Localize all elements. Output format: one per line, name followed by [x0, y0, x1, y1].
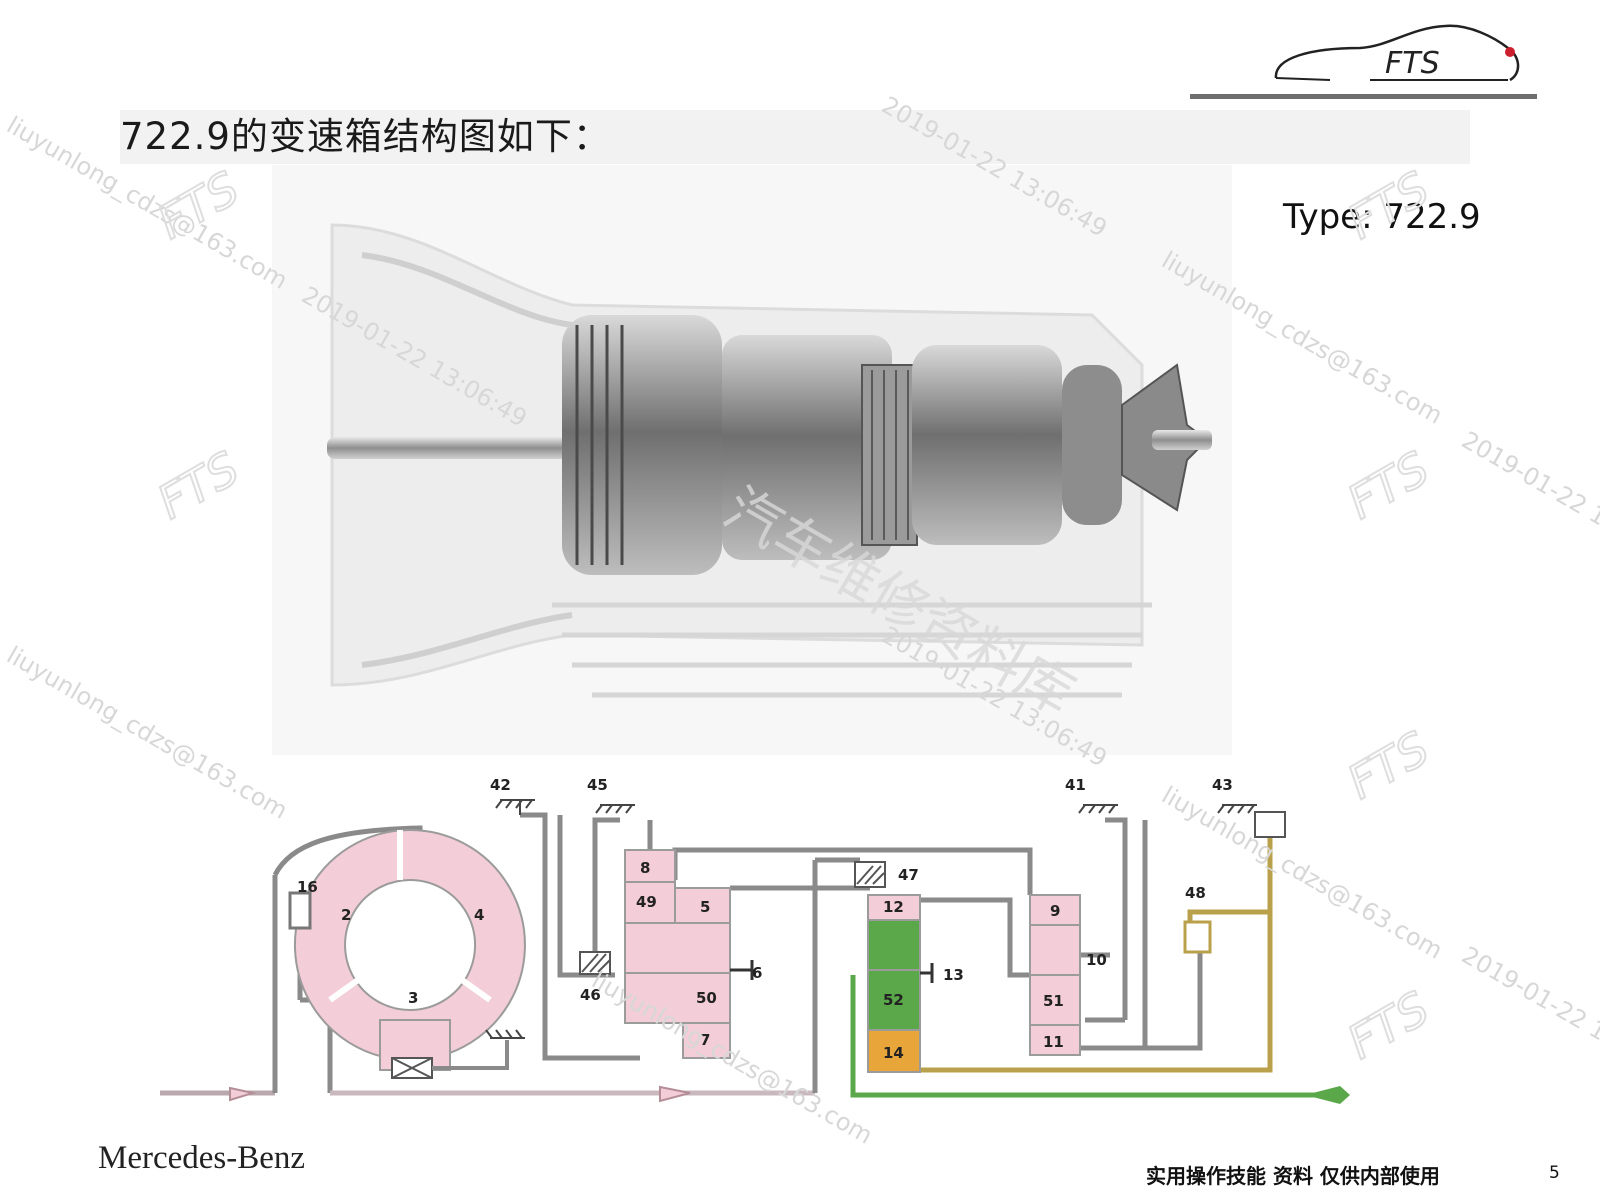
page-title: 722.9的变速箱结构图如下：	[120, 115, 611, 158]
label-16: 16	[297, 878, 318, 896]
label-45: 45	[587, 776, 608, 794]
label-43: 43	[1212, 776, 1233, 794]
label-47: 47	[898, 866, 919, 884]
title-band	[120, 110, 1470, 164]
type-label: Type: 722.9	[1283, 197, 1481, 237]
label-50: 50	[696, 989, 717, 1007]
watermark-fts: FTS	[1339, 441, 1439, 530]
label-13: 13	[943, 966, 964, 984]
watermark-fts: FTS	[1339, 981, 1439, 1070]
label-14: 14	[883, 1044, 904, 1062]
label-5: 5	[700, 898, 710, 916]
label-7: 7	[700, 1031, 710, 1049]
watermark-timestamp: 2019-01-22 13:06:49	[1457, 426, 1600, 578]
logo-underline	[1190, 94, 1537, 99]
label-41: 41	[1065, 776, 1086, 794]
watermark-fts: FTS	[149, 441, 249, 530]
watermark-fts: FTS	[149, 161, 249, 250]
label-42: 42	[490, 776, 511, 794]
label-8: 8	[640, 859, 650, 877]
fts-logo: FTS	[1274, 24, 1520, 82]
page-number: 5	[1549, 1163, 1560, 1183]
label-49: 49	[636, 893, 657, 911]
fts-logo-text: FTS	[1385, 46, 1440, 81]
label-2: 2	[341, 906, 351, 924]
transmission-illustration	[272, 165, 1232, 755]
label-10: 10	[1086, 951, 1107, 969]
label-3: 3	[408, 989, 418, 1007]
label-9: 9	[1050, 902, 1060, 920]
label-51: 51	[1043, 992, 1064, 1010]
label-11: 11	[1043, 1033, 1064, 1051]
hydraulic-schematic: 42 45 41 43 16 2 4 3 8 49 5 46 50 6 7 47…	[160, 776, 1350, 1104]
label-48: 48	[1185, 884, 1206, 902]
label-52: 52	[883, 991, 904, 1009]
label-12: 12	[883, 898, 904, 916]
mercedes-benz-brand: Mercedes-Benz	[98, 1140, 306, 1176]
footer-note: 实用操作技能 资料 仅供内部使用	[1146, 1164, 1440, 1188]
label-4: 4	[474, 906, 484, 924]
watermark-timestamp: 2019-01-22 13:06:49	[1457, 941, 1600, 1093]
label-46: 46	[580, 986, 601, 1004]
watermark-fts: FTS	[1339, 721, 1439, 810]
label-6: 6	[752, 964, 762, 982]
